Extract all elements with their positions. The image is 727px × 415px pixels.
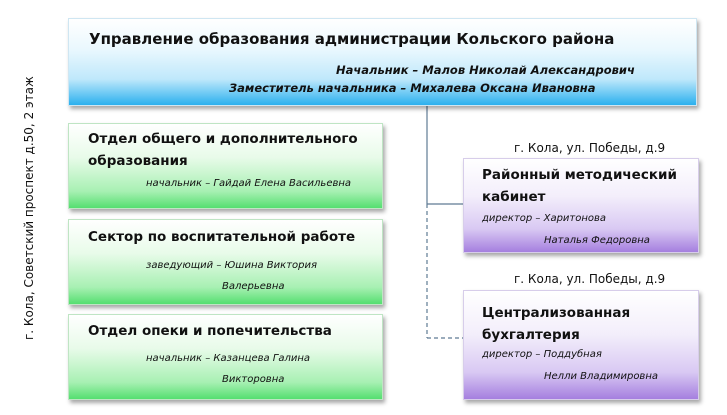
office-title: Централизованная: [482, 305, 631, 321]
department-title: образования: [88, 153, 188, 169]
left-address: г. Кола, Советский проспект д.50, 2 этаж: [22, 76, 36, 340]
administration-title: Управление образования администрации Кол…: [89, 30, 615, 48]
department-guardianship: Отдел опеки и попечительства начальник –…: [68, 314, 383, 400]
administration-head: Начальник – Малов Николай Александрович: [336, 63, 635, 77]
office-title: бухгалтерия: [482, 327, 580, 343]
office-head: Наталья Федоровна: [544, 235, 650, 246]
office-head: директор – Поддубная: [482, 349, 602, 360]
department-head: заведующий – Юшина Виктория: [146, 260, 318, 271]
department-general-education: Отдел общего и дополнительного образован…: [68, 123, 383, 209]
office-address: г. Кола, ул. Победы, д.9: [514, 272, 666, 286]
office-title: Районный методический: [482, 167, 677, 183]
administration-box: Управление образования администрации Кол…: [68, 18, 697, 106]
department-title: Отдел общего и дополнительного: [88, 131, 358, 147]
department-head: Валерьевна: [222, 281, 285, 292]
department-head: начальник – Гайдай Елена Васильевна: [146, 178, 352, 189]
department-head: Викторовна: [222, 374, 285, 385]
office-methodical-cabinet: Районный методический кабинет директор –…: [463, 158, 699, 253]
department-upbringing-sector: Сектор по воспитательной работе заведующ…: [68, 219, 383, 305]
office-head: директор – Харитонова: [482, 213, 607, 224]
department-head: начальник – Казанцева Галина: [146, 353, 311, 364]
department-title: Сектор по воспитательной работе: [88, 229, 356, 245]
office-accounting: Централизованная бухгалтерия директор – …: [463, 290, 699, 400]
office-address: г. Кола, ул. Победы, д.9: [514, 141, 666, 155]
administration-deputy: Заместитель начальника – Михалева Оксана…: [229, 81, 596, 95]
office-head: Нелли Владимировна: [544, 371, 658, 382]
department-title: Отдел опеки и попечительства: [88, 323, 332, 339]
office-title: кабинет: [482, 189, 546, 205]
